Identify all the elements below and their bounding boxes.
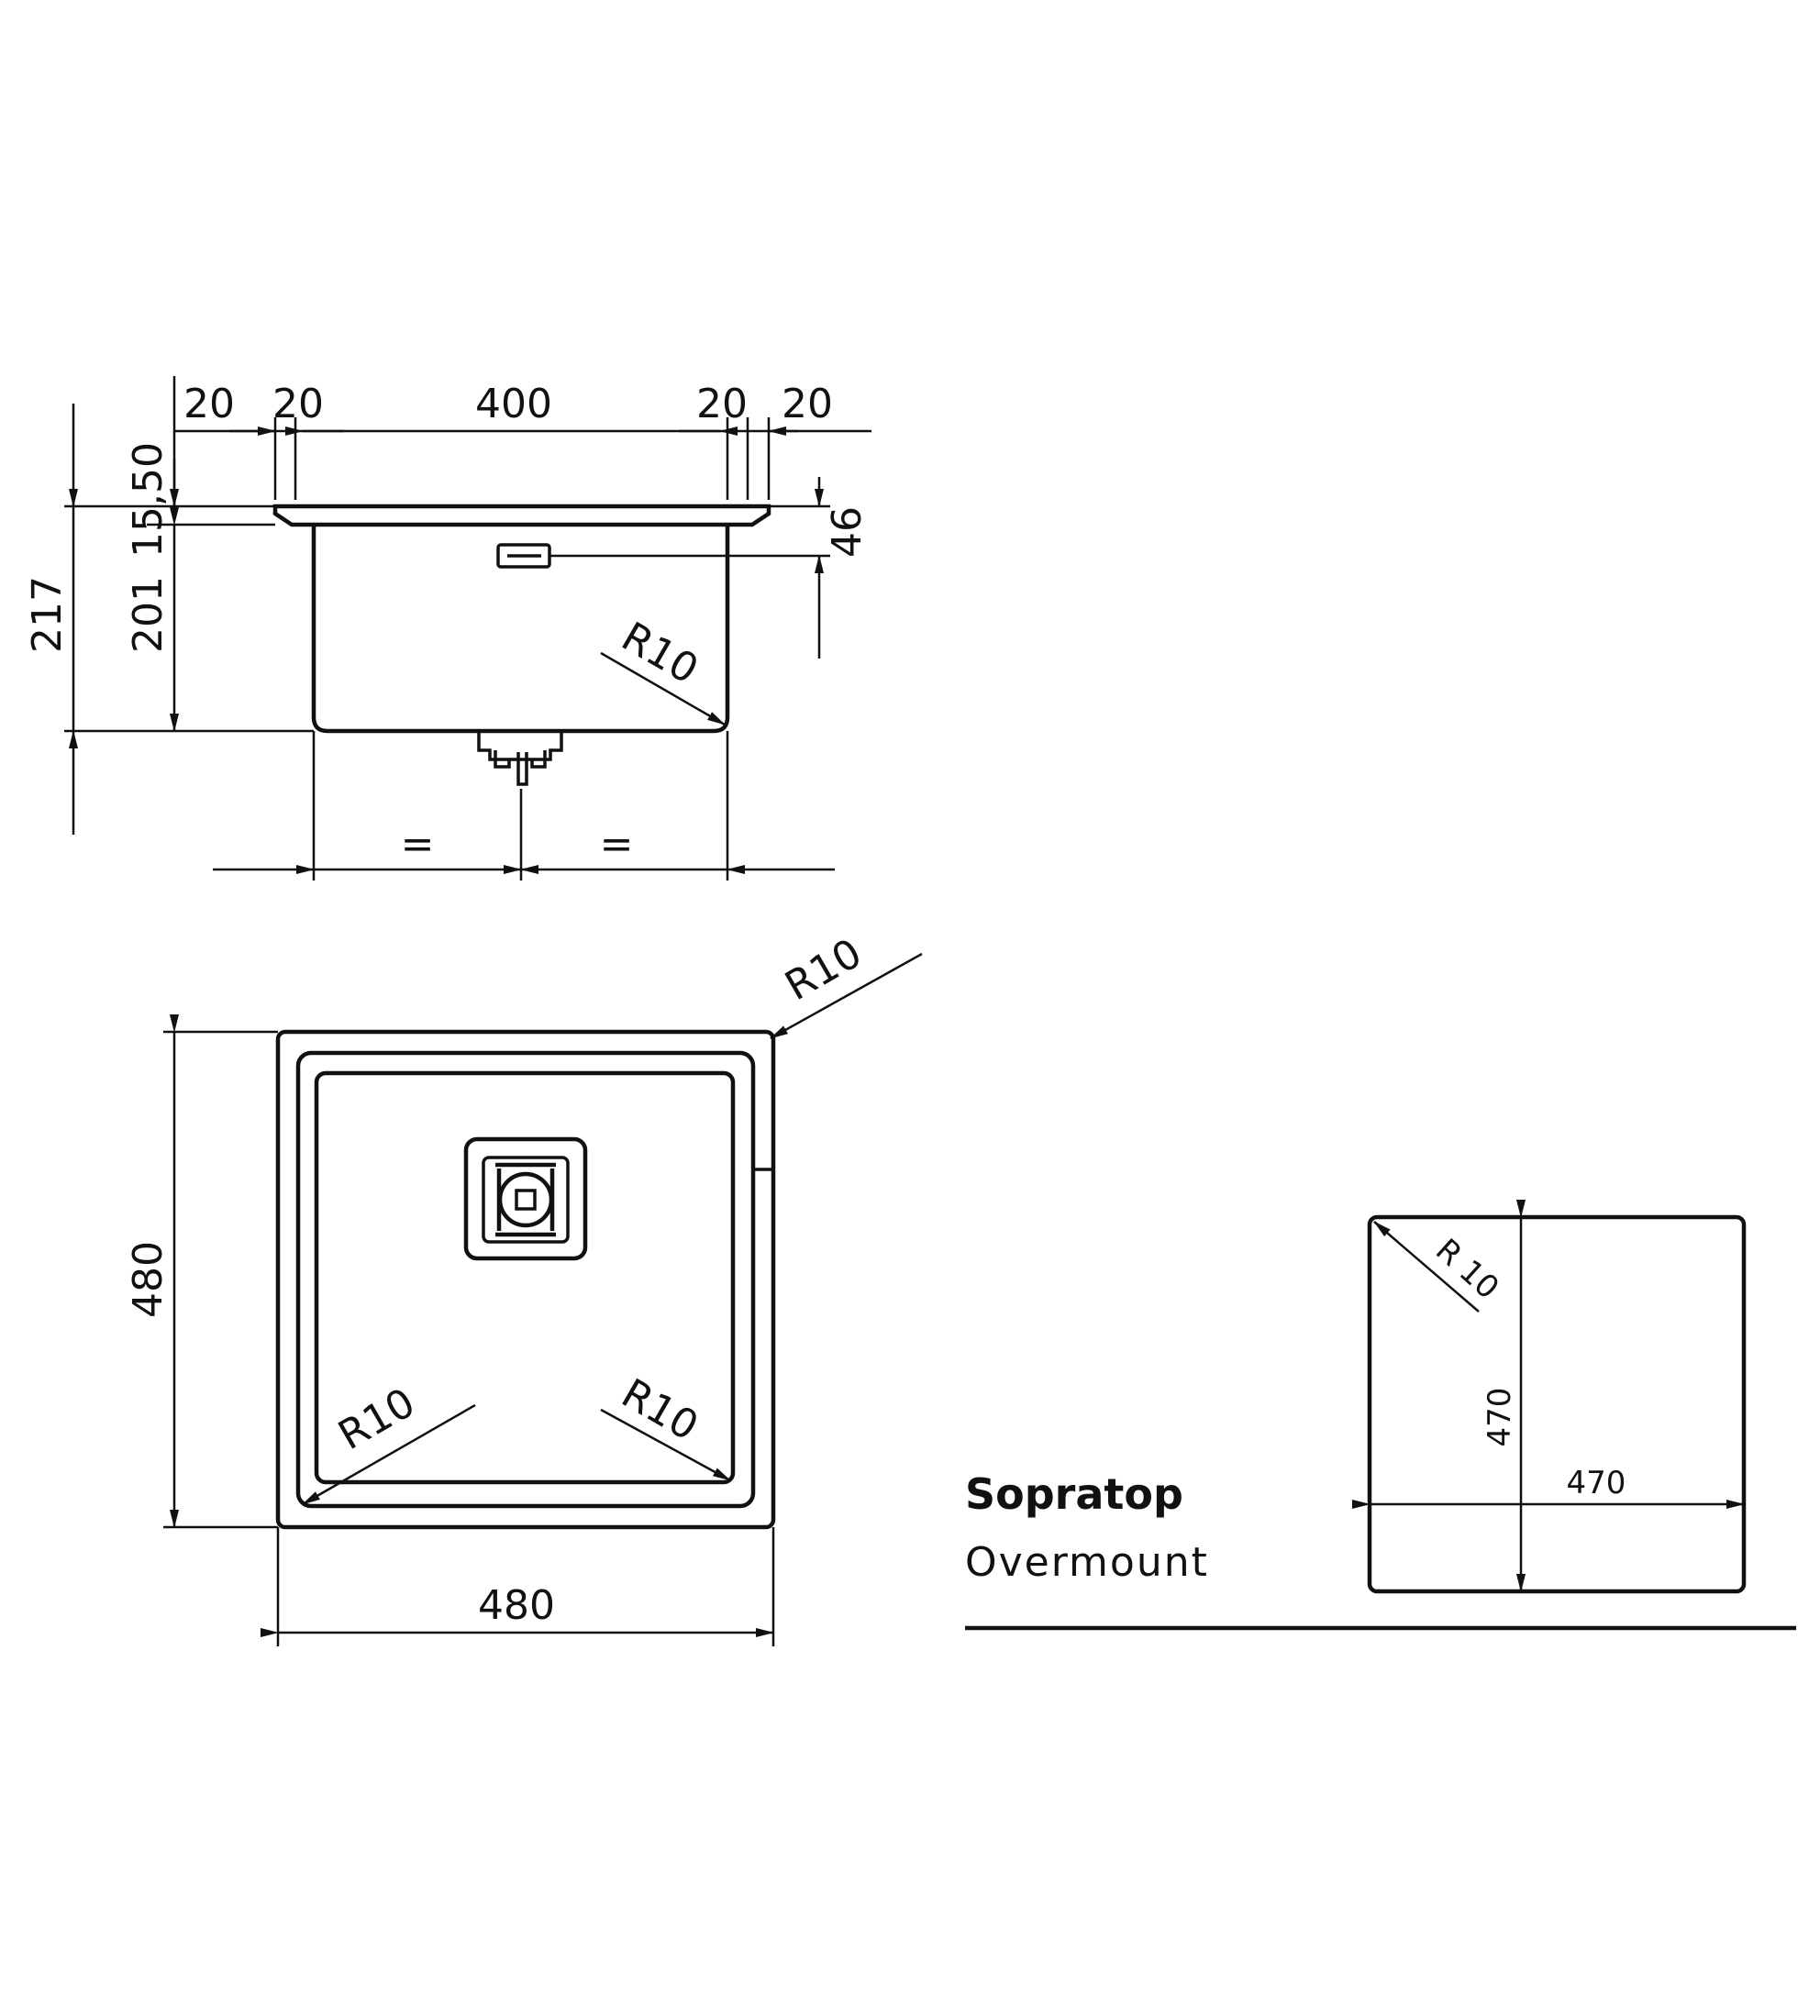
- dim-top-1: 20: [183, 381, 235, 427]
- radius-bottom-left: R10: [331, 1379, 423, 1459]
- dim-top-3: 400: [475, 381, 552, 427]
- cutout-dim-width: 470: [1567, 1465, 1626, 1501]
- cutout-dim-height: 470: [1482, 1388, 1518, 1447]
- top-view: 480 480 R10 R10 R10: [125, 930, 923, 1646]
- mount-type-title: Sopratop: [965, 1469, 1183, 1519]
- dim-equal-right: =: [600, 821, 634, 868]
- dim-top-2: 20: [272, 381, 324, 427]
- mount-type-subtitle: Overmount: [965, 1539, 1209, 1586]
- cutout-dim-radius: R 10: [1428, 1232, 1506, 1307]
- side-view: 20 20 400 20 20 217 15,50 201: [24, 376, 871, 881]
- dim-overflow: 46: [824, 506, 871, 558]
- dim-radius-side: R10: [614, 614, 705, 693]
- dim-bowl-depth: 201: [125, 576, 172, 653]
- radius-bottom-right: R10: [614, 1370, 705, 1450]
- dim-top-view-height: 480: [125, 1241, 172, 1318]
- dim-equal-left: =: [401, 821, 435, 868]
- dim-flange: 15,50: [125, 442, 172, 558]
- dim-top-5: 20: [782, 381, 833, 427]
- cutout-template: Sopratop Overmount 470 470 R 10: [965, 1200, 1796, 1631]
- dim-top-4: 20: [696, 381, 748, 427]
- dim-total-depth: 217: [24, 576, 71, 653]
- dim-top-view-width: 480: [478, 1582, 555, 1629]
- radius-outer-corner: R10: [778, 930, 870, 1010]
